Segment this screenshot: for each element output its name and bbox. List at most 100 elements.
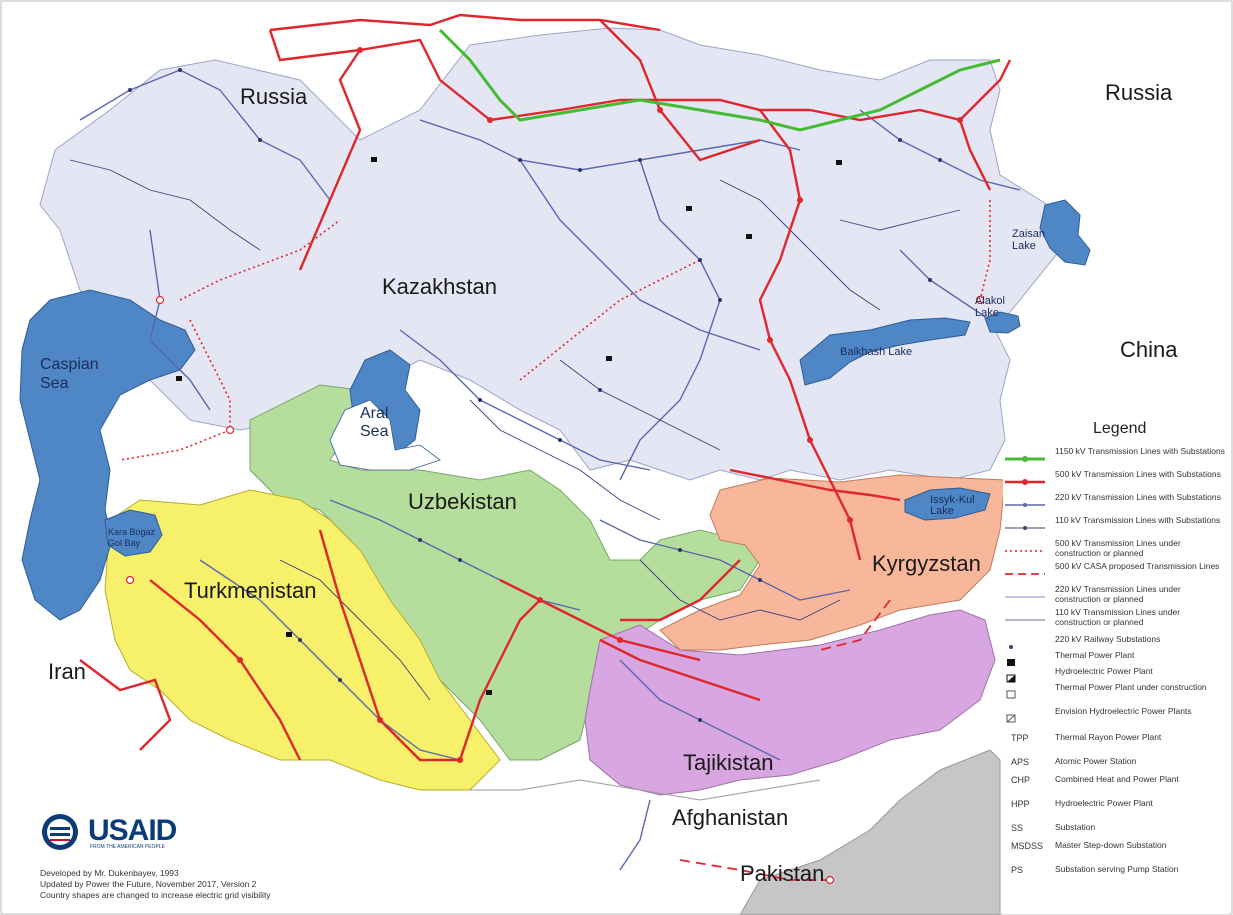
afghanistan-border xyxy=(470,779,821,801)
label-tajikistan: Tajikistan xyxy=(683,750,774,775)
substations xyxy=(128,68,942,722)
usaid-seal-icon xyxy=(42,814,78,850)
legend-text: Thermal Power Plant xyxy=(1055,650,1135,660)
legend-text: Hydroelectric Power Plant xyxy=(1055,798,1153,808)
legend-item-open-square: Thermal Power Plant under construction xyxy=(1003,682,1229,706)
legend-item-abbr: CHP Combined Heat and Power Plant xyxy=(1003,774,1229,798)
legend-text: 500 kV Transmission Lines with Substatio… xyxy=(1055,469,1221,479)
balkhash-lake xyxy=(799,317,971,386)
legend-item-line-110: 110 kV Transmission Lines with Substatio… xyxy=(1003,515,1229,538)
label-uzbekistan: Uzbekistan xyxy=(408,489,517,514)
label-balkhash-lake: Balkhash Lake xyxy=(840,346,913,358)
network-1150kv xyxy=(438,28,1001,132)
legend-item-square: Thermal Power Plant xyxy=(1003,650,1229,666)
legend-text: Hydroelectric Power Plant xyxy=(1055,666,1153,676)
legend-item-abbr: PS Substation serving Pump Station xyxy=(1003,864,1229,888)
label-issyk-kul-lake: Issyk-Kul Lake xyxy=(930,494,975,517)
usaid-logo: USAID FROM THE AMERICAN PEOPLE xyxy=(40,812,220,852)
legend-text: Master Step-down Substation xyxy=(1055,840,1167,850)
label-pakistan: Pakistan xyxy=(740,861,825,886)
legend-symbol-line-1150 xyxy=(1005,456,1045,462)
legend-symbol-dot xyxy=(1009,645,1013,649)
legend-symbol-line-110 xyxy=(1005,526,1045,530)
label-kyrgyzstan: Kyrgyzstan xyxy=(872,551,981,576)
legend-text: Envision Hydroelectric Power Plants xyxy=(1055,706,1192,716)
legend-symbol-open-square xyxy=(1006,690,1016,699)
legend-panel: Legend 1150 kV Transmission Lines with S… xyxy=(1003,420,1229,914)
network-500kv-planned xyxy=(119,200,991,461)
legend-text: 500 kV Transmission Lines under construc… xyxy=(1055,538,1181,558)
legend-item-abbr: MSDSS Master Step-down Substation xyxy=(1003,840,1229,864)
legend-item-half-square: Hydroelectric Power Plant xyxy=(1003,666,1229,683)
legend-item-line-500: 500 kV Transmission Lines with Substatio… xyxy=(1003,469,1229,492)
legend-symbol-thin-110 xyxy=(1005,619,1045,621)
legend-text: Substation serving Pump Station xyxy=(1055,864,1179,874)
label-afghanistan: Afghanistan xyxy=(672,805,789,830)
credit-line-2: Updated by Power the Future, November 20… xyxy=(40,879,257,889)
legend-text: Substation xyxy=(1055,822,1096,832)
legend-symbol-thin-220 xyxy=(1005,596,1045,598)
region-turkmenistan xyxy=(104,489,501,791)
legend-abbreviation: CHP xyxy=(1011,775,1031,785)
region-pakistan xyxy=(739,749,1001,915)
legend-item-dotted-500: 500 kV Transmission Lines under construc… xyxy=(1003,538,1229,561)
substations-500kv xyxy=(237,47,963,763)
legend-title: Legend xyxy=(1093,420,1147,437)
usaid-name: USAID xyxy=(88,814,177,847)
legend-abbreviation: PS xyxy=(1011,865,1024,875)
legend-text: 110 kV Transmission Lines with Substatio… xyxy=(1055,515,1221,525)
label-kazakhstan: Kazakhstan xyxy=(382,274,497,299)
legend-abbreviation: APS xyxy=(1011,757,1030,767)
planned-substations xyxy=(125,295,985,885)
legend-text: 1150 kV Transmission Lines with Substati… xyxy=(1055,446,1225,456)
legend-text: 500 kV CASA proposed Transmission Lines xyxy=(1055,561,1220,571)
legend-symbol-dotted-500 xyxy=(1005,550,1045,552)
legend-abbreviation: HPP xyxy=(1011,799,1030,809)
legend-text: Thermal Rayon Power Plant xyxy=(1055,732,1162,742)
legend-symbol-line-220 xyxy=(1005,503,1045,507)
zaisan-lake xyxy=(1039,199,1091,266)
legend-item-thin-110: 110 kV Transmission Lines under construc… xyxy=(1003,607,1229,630)
network-110kv xyxy=(69,159,961,701)
legend-item-open-half: Envision Hydroelectric Power Plants xyxy=(1003,706,1229,730)
label-kara-bogaz-gol-bay: Kara Bogaz Gol Bay xyxy=(108,527,156,548)
aral-sea-shallows xyxy=(329,399,441,471)
legend-text: 220 kV Railway Substations xyxy=(1055,634,1161,644)
legend-item-line-220: 220 kV Transmission Lines with Substatio… xyxy=(1003,492,1229,515)
legend-text: Combined Heat and Power Plant xyxy=(1055,774,1179,784)
legend-item-abbr: APS Atomic Power Station xyxy=(1003,756,1229,774)
legend-text: Atomic Power Station xyxy=(1055,756,1137,766)
label-turkmenistan: Turkmenistan xyxy=(184,578,317,603)
region-kyrgyzstan xyxy=(659,474,1006,651)
issyk-kul-lake xyxy=(904,487,991,521)
legend-item-abbr: TPP Thermal Rayon Power Plant xyxy=(1003,732,1229,756)
legend-symbol-dashed-500 xyxy=(1005,573,1045,575)
legend-item-abbr: HPP Hydroelectric Power Plant xyxy=(1003,798,1229,822)
credit-line-3: Country shapes are changed to increase e… xyxy=(40,890,271,900)
legend-text: 110 kV Transmission Lines under construc… xyxy=(1055,607,1181,627)
label-alakol-lake: Alakol Lake xyxy=(975,295,1005,319)
map-credits: Developed by Mr. Dukenbayev, 1993 Update… xyxy=(40,868,271,901)
label-china: China xyxy=(1120,337,1178,362)
legend-symbol-open-half xyxy=(1006,714,1016,723)
legend-symbol-line-500 xyxy=(1005,479,1045,485)
kara-bogaz-gol-bay xyxy=(104,509,163,557)
legend-item-line-1150: 1150 kV Transmission Lines with Substati… xyxy=(1003,446,1229,469)
legend-abbreviation: TPP xyxy=(1011,733,1029,743)
label-aral-sea: Aral Sea xyxy=(360,405,389,440)
legend-text: 220 kV Transmission Lines with Substatio… xyxy=(1055,492,1221,502)
label-zaisan-lake: Zaisan Lake xyxy=(1012,228,1046,252)
credit-line-1: Developed by Mr. Dukenbayev, 1993 xyxy=(40,868,179,878)
usaid-tagline: FROM THE AMERICAN PEOPLE xyxy=(90,844,165,850)
legend-text: 220 kV Transmission Lines under construc… xyxy=(1055,584,1181,604)
thermal-power-plants xyxy=(176,157,842,695)
legend-item-abbr: SS Substation xyxy=(1003,822,1229,840)
legend-text: Thermal Power Plant under construction xyxy=(1055,682,1207,692)
legend-item-dot: 220 kV Railway Substations xyxy=(1003,634,1229,650)
legend-item-thin-220: 220 kV Transmission Lines under construc… xyxy=(1003,584,1229,607)
network-casa-proposed xyxy=(679,599,891,881)
alakol-lake xyxy=(984,311,1021,334)
legend-abbreviation: MSDSS xyxy=(1011,841,1044,851)
legend-abbreviation: SS xyxy=(1011,823,1024,833)
